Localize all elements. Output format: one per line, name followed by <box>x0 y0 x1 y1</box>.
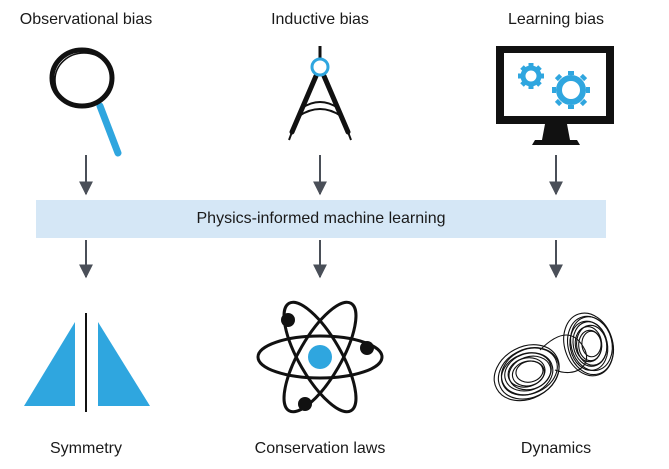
label-inductive-bias: Inductive bias <box>271 11 369 28</box>
label-learning-bias: Learning bias <box>507 11 605 28</box>
pi-ml-label: Physics-informed machine learning <box>196 210 446 227</box>
attractor-loop <box>507 357 546 388</box>
electron <box>281 313 295 327</box>
magnifying-glass-icon <box>49 47 122 157</box>
electron <box>298 397 312 411</box>
attractor-bridge <box>539 334 588 374</box>
small-gear-icon <box>518 63 544 89</box>
attractor-loop <box>581 330 602 358</box>
mirror-triangles-icon <box>24 313 150 412</box>
attractor-loop <box>515 360 544 383</box>
arrows <box>79 155 563 279</box>
drafting-compass-icon <box>288 46 352 141</box>
label-dynamics: Dynamics <box>520 440 592 457</box>
electron <box>360 341 374 355</box>
attractor-loop <box>563 312 614 377</box>
nucleus <box>308 345 332 369</box>
label-conservation-laws: Conservation laws <box>254 440 386 457</box>
pi-ml-band <box>36 200 606 238</box>
monitor-gears-icon <box>496 46 614 145</box>
attractor-loop <box>576 324 608 366</box>
label-observational-bias: Observational bias <box>19 11 153 28</box>
attractor-loop <box>500 347 558 396</box>
label-symmetry: Symmetry <box>50 440 122 457</box>
large-gear-icon <box>552 71 590 109</box>
attractor-loop <box>570 316 613 372</box>
lorenz-attractor-icon <box>493 312 614 402</box>
atom-icon <box>256 300 384 414</box>
